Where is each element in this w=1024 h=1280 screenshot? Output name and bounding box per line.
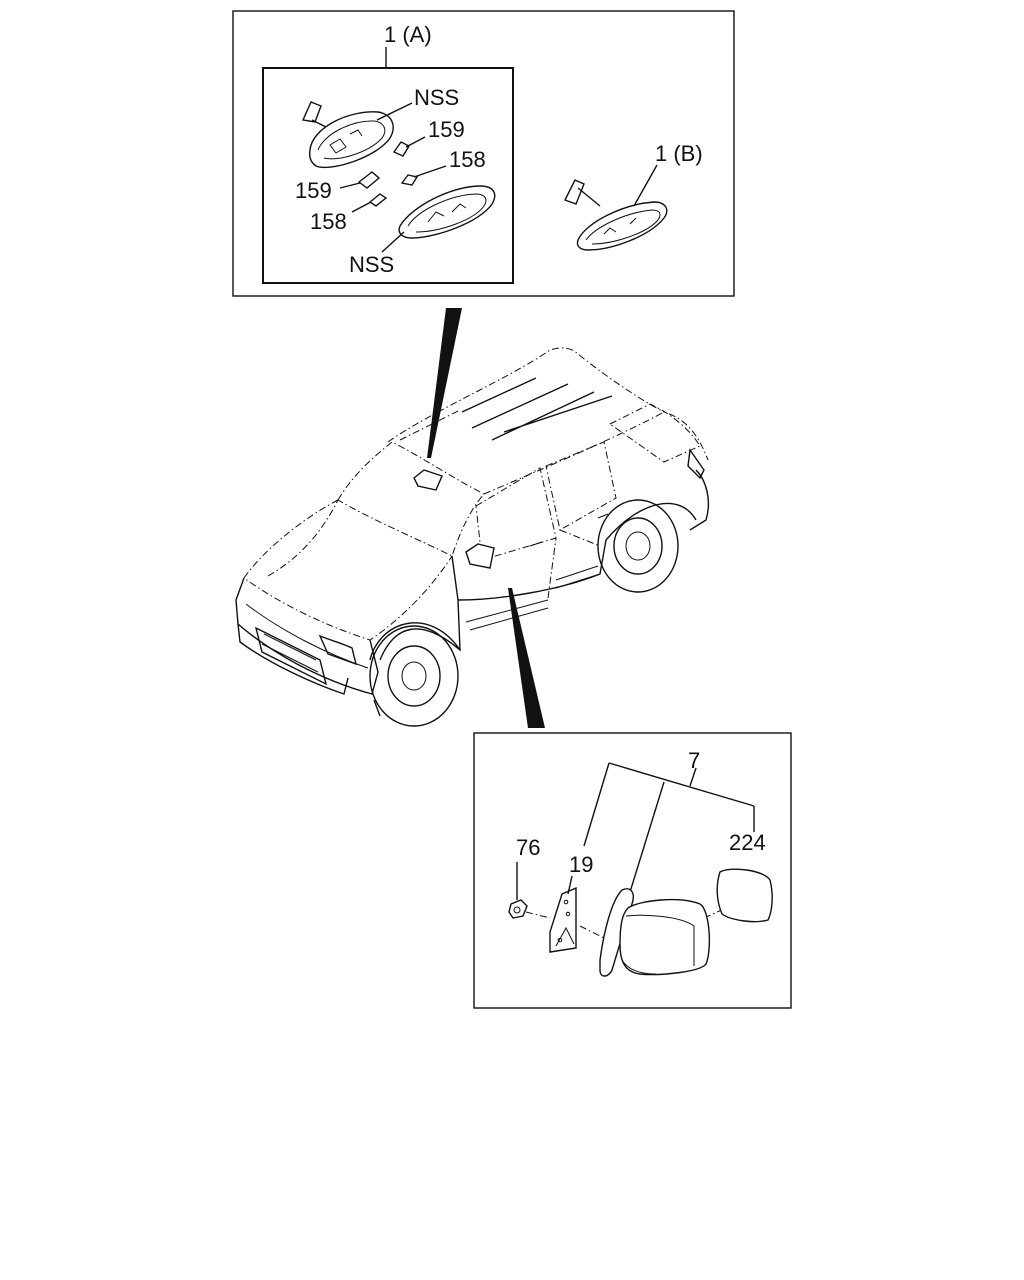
- part-76-label: 76: [516, 835, 540, 860]
- bulb-159-left: [357, 171, 381, 189]
- lens-158-left: [368, 193, 388, 207]
- part-7-branch-left: [583, 762, 610, 847]
- pointer-to-interior-mirror: [427, 308, 462, 458]
- assembly-b-label: 1 (B): [655, 141, 703, 166]
- part-158-right-label: 158: [449, 147, 486, 172]
- door-mirror-housing: [599, 888, 711, 977]
- nss-top-leader: [376, 102, 413, 121]
- part-7-bracket: [608, 762, 755, 807]
- lens-158-right: [400, 174, 419, 186]
- interior-mirror-panel-frame: [232, 10, 735, 297]
- part-159-right-label: 159: [428, 117, 465, 142]
- part-19-label: 19: [569, 852, 593, 877]
- nss-top-label: NSS: [414, 85, 459, 110]
- nss-bottom-leader: [381, 231, 405, 253]
- interior-mirror-lower: [398, 185, 496, 239]
- door-mirror-panel: 7 76 19 224: [473, 732, 792, 1009]
- part-7-leader: [689, 767, 697, 787]
- part-19-leader: [567, 875, 573, 895]
- plate-19: [549, 886, 577, 953]
- bulb-159-right: [392, 141, 410, 157]
- suv-door-mirror-location: [465, 543, 495, 569]
- interior-mirror-b: [564, 179, 668, 251]
- part-159-left-label: 159: [295, 178, 332, 203]
- interior-mirror-upper: [301, 101, 394, 169]
- assembly-a-subframe: [262, 67, 514, 284]
- part-158-right-leader: [413, 165, 447, 178]
- assembly-b-leader: [633, 164, 658, 207]
- part-158-left-leader: [351, 201, 372, 213]
- part-159-right-leader: [405, 136, 426, 148]
- mirror-glass-224: [716, 868, 773, 923]
- nss-bottom-label: NSS: [349, 252, 394, 277]
- suv-interior-mirror-location: [413, 469, 443, 491]
- bolt-76: [508, 899, 528, 919]
- part-7-branch-center: [629, 781, 665, 893]
- part-224-label: 224: [729, 830, 766, 855]
- suv-illustration: [235, 308, 710, 728]
- part-158-left-label: 158: [310, 209, 347, 234]
- interior-mirror-panel: 1 (A) NSS 159 158 159 158 NSS: [232, 10, 735, 297]
- part-159-left-leader: [339, 182, 361, 189]
- assembly-a-label: 1 (A): [384, 22, 432, 47]
- pointer-to-door-mirror: [508, 588, 545, 728]
- part-7-label: 7: [688, 748, 700, 773]
- door-mirror-panel-frame: [473, 732, 792, 1009]
